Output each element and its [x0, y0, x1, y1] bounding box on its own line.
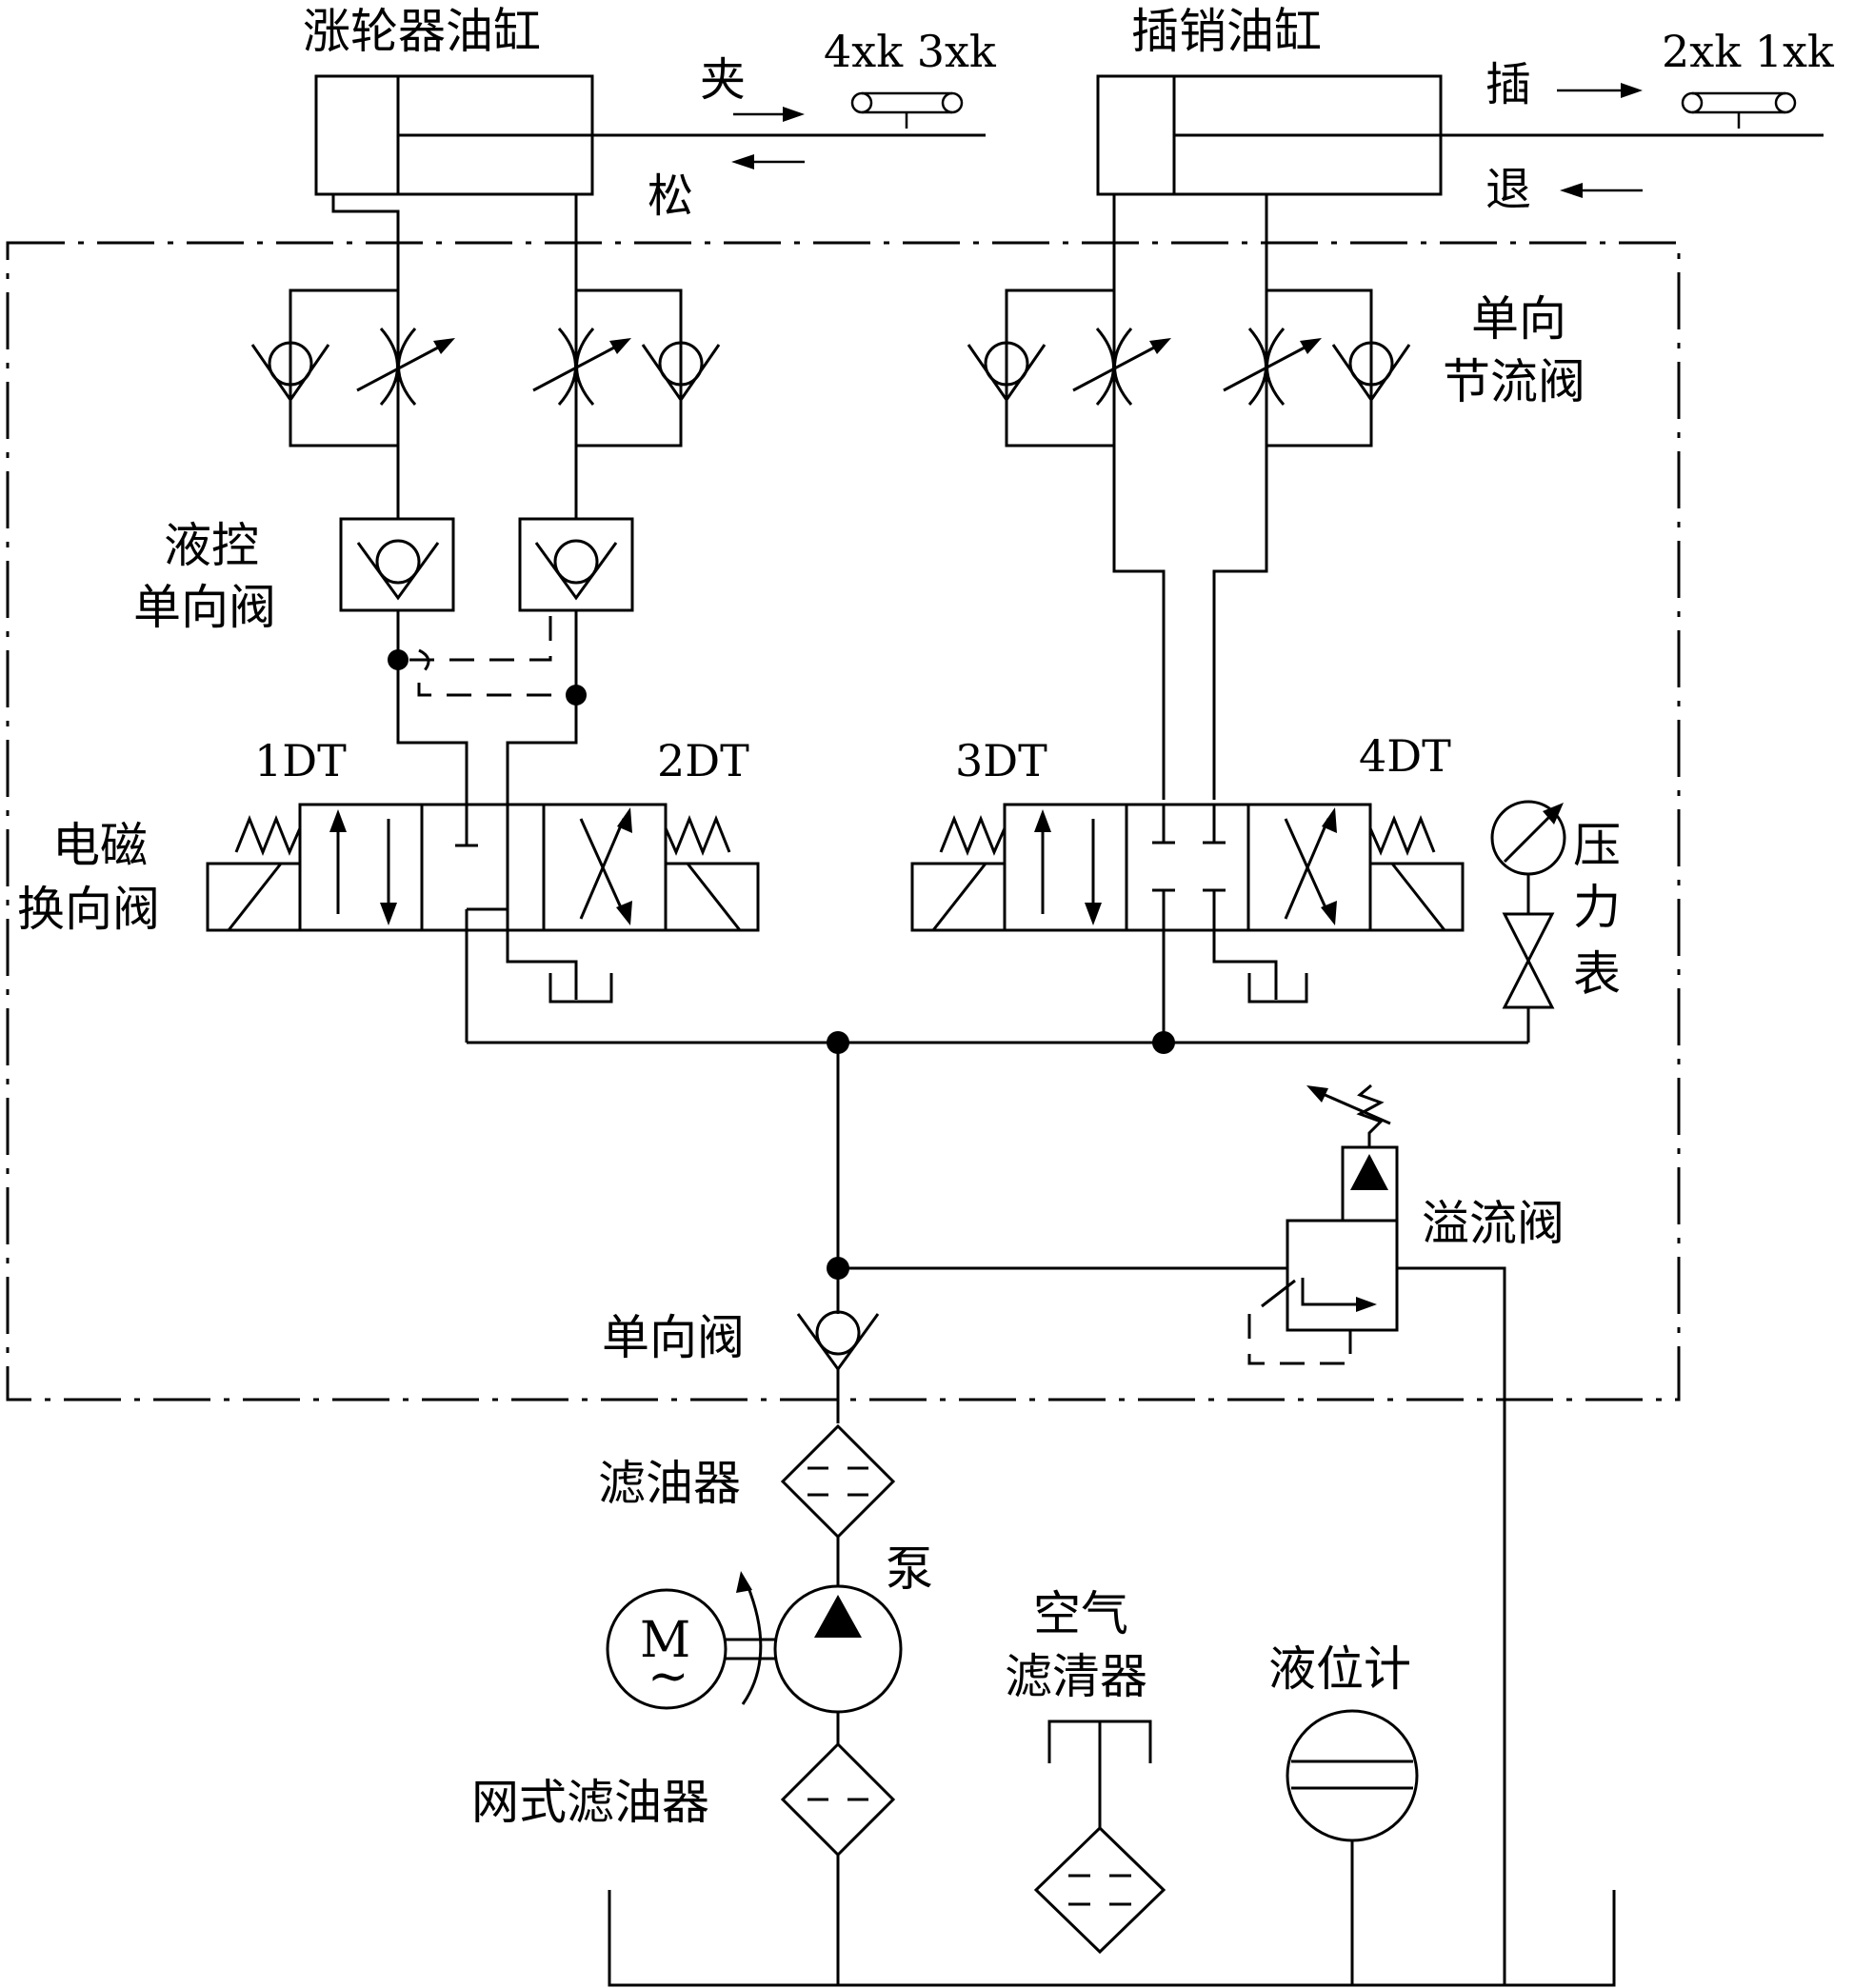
pilot-check-label-line2: 单向阀 — [133, 580, 276, 635]
limit-switch-left-label: 4xk 3xk — [824, 26, 997, 77]
sol-3dt-label: 3DT — [955, 735, 1047, 786]
throttle-check-valve-left-1 — [250, 288, 455, 447]
limit-switch-left-icon — [850, 91, 964, 129]
check-valve-label: 单向阀 — [602, 1310, 745, 1365]
air-filter-label-line2: 滤清器 — [1005, 1649, 1147, 1704]
cylinder-right-title: 插销油缸 — [1131, 4, 1322, 59]
air-filter-icon — [1033, 1720, 1166, 1955]
pressure-manifold — [467, 1031, 1528, 1314]
sol-1dt-label: 1DT — [254, 735, 347, 786]
air-filter-label-line1: 空气 — [1033, 1586, 1128, 1641]
motor-label: M — [640, 1612, 690, 1669]
insert-arrow-icon — [1557, 83, 1643, 98]
release-arrow-icon — [731, 154, 805, 169]
motor-tilde: ~ — [648, 1648, 689, 1705]
pilot-lines — [388, 610, 587, 706]
pilot-check-valve-left — [339, 517, 455, 657]
wheel-expander-cylinder — [314, 74, 986, 196]
cylinder-left-title: 涨轮器油缸 — [303, 4, 541, 59]
right-valve-lower-lines — [1162, 930, 1308, 1043]
limit-switch-right-icon — [1681, 91, 1797, 129]
filter-icon — [780, 1423, 896, 1585]
level-gauge-label: 液位计 — [1268, 1641, 1411, 1697]
filter-label: 滤油器 — [598, 1456, 741, 1511]
tank-icon — [608, 1890, 1616, 1987]
solenoid-directional-valve-left — [206, 803, 760, 932]
pump-icon — [773, 1584, 903, 1744]
component-boundary — [6, 241, 1681, 1402]
throttle-check-label-line1: 单向 — [1471, 291, 1566, 347]
retract-arrow-icon — [1560, 183, 1643, 198]
throttle-check-valve-right-2 — [1223, 288, 1411, 447]
throttle-check-valve-left-2 — [532, 288, 721, 447]
solenoid-valve-label-line2: 换向阀 — [17, 882, 160, 937]
pilot-check-valve-right — [518, 517, 634, 695]
solenoid-directional-valve-right — [910, 803, 1465, 932]
retract-label: 退 — [1485, 163, 1531, 216]
throttle-check-valve-right-1 — [967, 288, 1171, 447]
strainer-label: 网式滤油器 — [471, 1775, 709, 1830]
pin-cylinder — [1096, 74, 1824, 196]
sol-2dt-label: 2DT — [657, 735, 749, 786]
insert-label: 插 — [1485, 58, 1531, 111]
clamp-label: 夹 — [700, 53, 746, 107]
relief-valve-icon — [1247, 1083, 1506, 1985]
left-valve-connections — [396, 660, 578, 805]
sol-4dt-label: 4DT — [1359, 730, 1451, 782]
gauge-label-line3: 表 — [1573, 946, 1621, 1002]
pump-label: 泵 — [886, 1541, 933, 1597]
pilot-check-label-line1: 液控 — [164, 518, 259, 573]
gauge-label-line1: 压 — [1573, 818, 1621, 873]
check-valve-icon — [796, 1310, 880, 1423]
limit-switch-right-label: 2xk 1xk — [1662, 26, 1835, 77]
strainer-filter-icon — [780, 1741, 896, 1985]
solenoid-valve-label-line1: 电磁 — [52, 818, 148, 873]
gauge-label-line2: 力 — [1573, 880, 1621, 935]
pressure-gauge-icon — [1490, 800, 1566, 1043]
release-label: 松 — [648, 169, 693, 223]
clamp-arrow-icon — [733, 107, 805, 122]
relief-valve-label: 溢流阀 — [1422, 1196, 1565, 1251]
motor-icon — [606, 1571, 775, 1710]
level-gauge-icon — [1286, 1709, 1419, 1985]
left-valve-lower-lines — [465, 930, 613, 1043]
throttle-check-label-line2: 节流阀 — [1443, 354, 1585, 409]
cylinder-lines — [331, 194, 1268, 800]
